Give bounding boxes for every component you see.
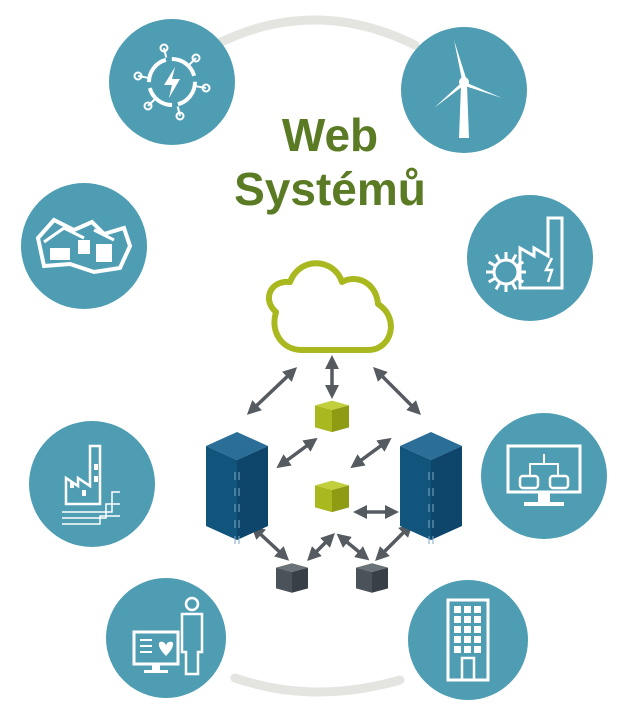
industrial-plant-node — [21, 183, 147, 309]
industrial-facility-icon — [35, 217, 133, 275]
connector-arrow — [246, 367, 298, 415]
turbine-factory-icon — [486, 216, 564, 292]
connection-arrows — [246, 355, 421, 561]
cubes-group — [276, 400, 388, 593]
wind-turbine-icon — [434, 40, 502, 138]
smart-factory-node — [29, 421, 155, 547]
hydro-power-node — [467, 195, 593, 321]
connector-arrow — [336, 533, 370, 561]
diagram-title: Web Systémů — [210, 108, 450, 217]
lightning-gear-icon — [133, 43, 211, 121]
connector-arrow — [307, 533, 335, 561]
power-hub-node — [109, 19, 235, 145]
title-line-2: Systémů — [234, 163, 426, 216]
factory-network-icon — [62, 444, 120, 525]
cube-icon — [276, 563, 308, 593]
cube-icon — [315, 400, 349, 433]
node-circle — [467, 195, 593, 321]
connector-arrow — [250, 525, 290, 561]
connector-arrow — [375, 523, 413, 561]
connector-arrow — [276, 437, 318, 469]
server-icon — [206, 432, 268, 544]
ring-arc-top — [210, 15, 420, 50]
node-circle — [481, 413, 607, 539]
nodes-group — [21, 19, 607, 700]
healthcare-node — [106, 578, 226, 698]
title-line-1: Web — [281, 109, 379, 161]
servers-group — [206, 432, 462, 544]
node-circle — [29, 421, 155, 547]
cube-icon — [356, 563, 388, 593]
transport-monitor-node — [481, 413, 607, 539]
connector-arrow — [373, 367, 421, 415]
node-circle — [106, 578, 226, 698]
doctor-monitor-icon — [132, 596, 204, 676]
smart-building-node — [408, 580, 528, 700]
connector-arrow — [350, 437, 392, 469]
server-icon — [400, 432, 462, 544]
ring-arc-bottom — [230, 673, 405, 697]
cube-icon — [315, 480, 349, 513]
monitor-vehicles-icon — [506, 444, 582, 506]
cloud-icon — [266, 260, 394, 353]
wind-energy-node — [401, 27, 527, 153]
building-icon — [446, 598, 490, 682]
